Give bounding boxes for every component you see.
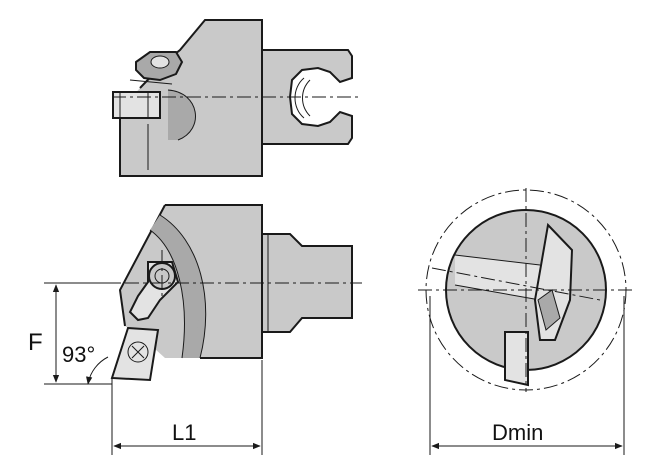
dimension-l1: L1 — [111, 360, 263, 455]
dimension-f: F — [28, 282, 120, 385]
top-view-shank — [262, 50, 352, 144]
front-view — [50, 204, 362, 382]
top-view — [112, 19, 362, 177]
label-f: F — [28, 329, 43, 356]
label-dmin: Dmin — [492, 420, 543, 445]
dimension-dmin: Dmin — [429, 296, 625, 455]
end-view — [418, 188, 636, 392]
top-view-head — [120, 20, 262, 176]
label-l1: L1 — [172, 420, 196, 445]
dimension-angle: 93° — [62, 342, 113, 392]
front-view-insert — [112, 328, 158, 380]
label-angle: 93° — [62, 342, 95, 367]
